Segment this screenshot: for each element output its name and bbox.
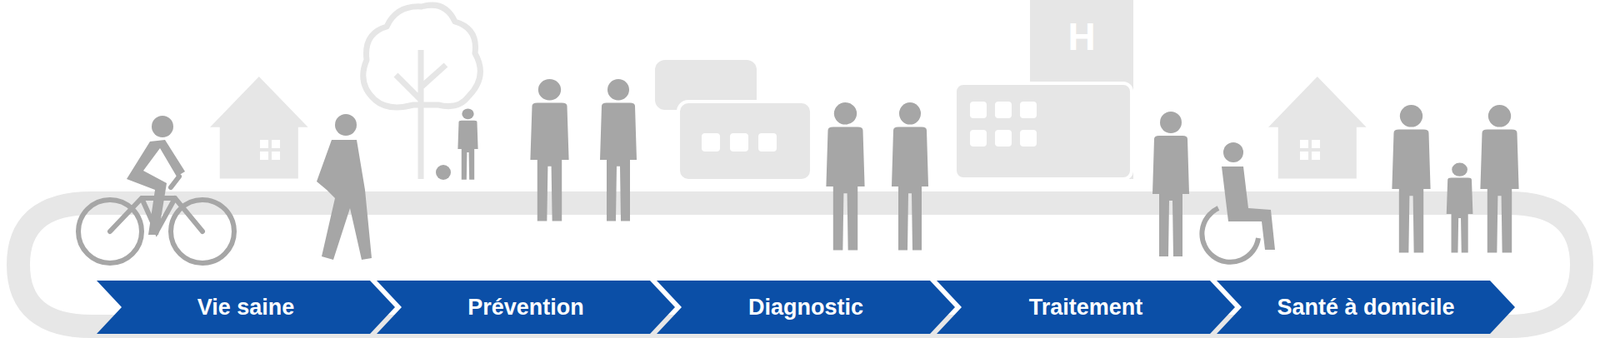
hospital-sign: H	[1067, 17, 1095, 56]
house	[210, 76, 309, 180]
wheelchair-patient	[1201, 142, 1275, 263]
house-windows	[1300, 140, 1320, 160]
tree	[363, 5, 481, 180]
step-chevron: Diagnostic	[656, 280, 955, 335]
clinic-windows	[701, 133, 777, 152]
father	[1391, 105, 1430, 253]
step-chevron: Vie saine	[96, 280, 395, 335]
step-label: Traitement	[1029, 296, 1144, 320]
step-label: Vie saine	[197, 296, 295, 320]
step-chevron: Prévention	[376, 280, 675, 335]
ball	[435, 165, 451, 180]
doctor	[530, 79, 569, 222]
step-label: Diagnostic	[748, 296, 864, 320]
step-label: Prévention	[467, 296, 585, 320]
road-track	[18, 203, 1582, 327]
nurse	[600, 79, 637, 222]
child	[457, 108, 478, 180]
step-label: Santé à domicile	[1276, 296, 1455, 320]
clinic-building	[678, 101, 812, 181]
doctor	[825, 102, 865, 250]
hospital-wing	[955, 83, 1132, 180]
step-chevron: Traitement	[936, 280, 1235, 335]
child	[1446, 163, 1474, 254]
house-windows	[260, 140, 280, 160]
step-chevron: Santé à domicile	[1216, 280, 1515, 335]
walker	[316, 114, 372, 260]
house	[1268, 76, 1367, 180]
mother	[1480, 105, 1519, 253]
hospital-windows	[970, 101, 1037, 147]
doctor	[891, 102, 929, 250]
caregiver	[1152, 111, 1190, 257]
cyclist	[78, 115, 235, 264]
